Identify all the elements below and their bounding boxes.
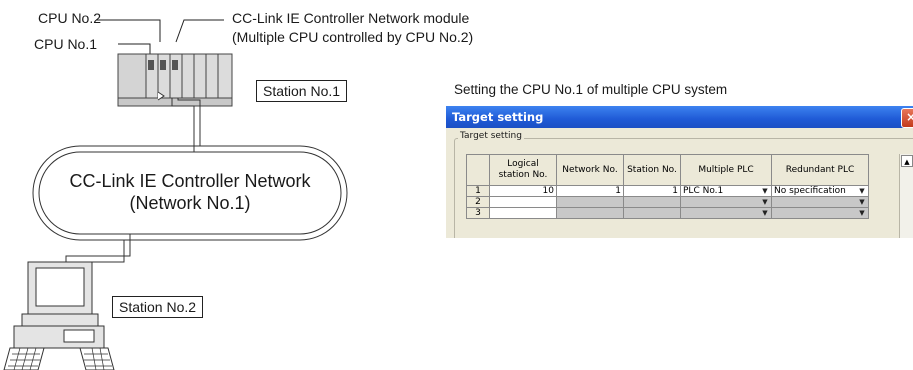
plc-rack [117, 53, 233, 107]
col-redundant-plc: Redundant PLC [771, 154, 869, 186]
multiple-plc-select: ▼ [680, 207, 772, 219]
row-number: 2 [466, 196, 490, 208]
target-setting-dialog: Target setting × Target setting Logical … [446, 106, 913, 238]
module-leader [175, 19, 224, 43]
station-no-cell [623, 207, 681, 219]
dialog-title: Target setting [452, 110, 544, 124]
multiple-plc-value: PLC No.1 [683, 186, 724, 196]
network-label-line2: (Network No.1) [129, 193, 251, 213]
network-loop [32, 145, 348, 241]
leader-lines [96, 19, 224, 54]
chevron-down-icon: ▼ [859, 209, 865, 217]
station-no-cell [623, 196, 681, 208]
network-no-cell [556, 207, 624, 219]
dialog-titlebar: Target setting [446, 106, 913, 128]
setting-caption: Setting the CPU No.1 of multiple CPU sys… [454, 82, 728, 97]
row-number: 1 [466, 185, 490, 197]
network-label: CC-Link IE Controller Network (Network N… [40, 170, 340, 214]
chevron-down-icon: ▼ [762, 198, 768, 206]
network-label-line1: CC-Link IE Controller Network [69, 171, 311, 191]
col-logical-station: Logical station No. [489, 154, 557, 186]
multiple-plc-select[interactable]: PLC No.1 ▼ [680, 185, 772, 197]
chevron-down-icon[interactable]: ▼ [762, 187, 768, 195]
chevron-down-icon[interactable]: ▼ [859, 187, 865, 195]
redundant-plc-value: No specification [774, 186, 846, 196]
module-label-line1: CC-Link IE Controller Network module [232, 10, 470, 26]
col-network-no: Network No. [556, 154, 624, 186]
station1-label: Station No.1 [256, 80, 348, 102]
pc-station [3, 261, 115, 370]
redundant-plc-select: ▼ [771, 207, 869, 219]
redundant-plc-select[interactable]: No specification ▼ [771, 185, 869, 197]
logical-station-cell[interactable] [489, 207, 557, 219]
logical-station-cell[interactable] [489, 196, 557, 208]
table-row: 1 10 1 1 PLC No.1 ▼ No specification ▼ [466, 185, 869, 197]
vertical-scrollbar[interactable]: ▲ [899, 154, 913, 238]
logical-station-cell[interactable]: 10 [489, 185, 557, 197]
cpu1-leader [118, 43, 151, 54]
redundant-plc-select: ▼ [771, 196, 869, 208]
corner-cell [466, 154, 490, 186]
cpu1-label: CPU No.1 [34, 36, 98, 52]
chevron-down-icon: ▼ [859, 198, 865, 206]
cpu2-label: CPU No.2 [38, 10, 102, 26]
module-label-line2: (Multiple CPU controlled by CPU No.2) [232, 29, 474, 45]
row-number: 3 [466, 207, 490, 219]
scroll-up-icon[interactable]: ▲ [901, 155, 913, 167]
close-button[interactable]: × [901, 108, 913, 128]
chevron-down-icon: ▼ [762, 209, 768, 217]
target-setting-group [454, 138, 913, 238]
network-no-cell[interactable]: 1 [556, 185, 624, 197]
table-row: 2 ▼ ▼ [466, 196, 869, 208]
group-title: Target setting [458, 131, 524, 141]
station-no-cell[interactable]: 1 [623, 185, 681, 197]
cpu2-leader [96, 19, 161, 42]
col-station-no: Station No. [623, 154, 681, 186]
table-row: 3 ▼ ▼ [466, 207, 869, 219]
network-no-cell [556, 196, 624, 208]
multiple-plc-select: ▼ [680, 196, 772, 208]
station2-label: Station No.2 [112, 296, 204, 318]
target-table: Logical station No. Network No. Station … [466, 154, 869, 219]
table-header-row: Logical station No. Network No. Station … [466, 154, 869, 186]
col-multiple-plc: Multiple PLC [680, 154, 772, 186]
